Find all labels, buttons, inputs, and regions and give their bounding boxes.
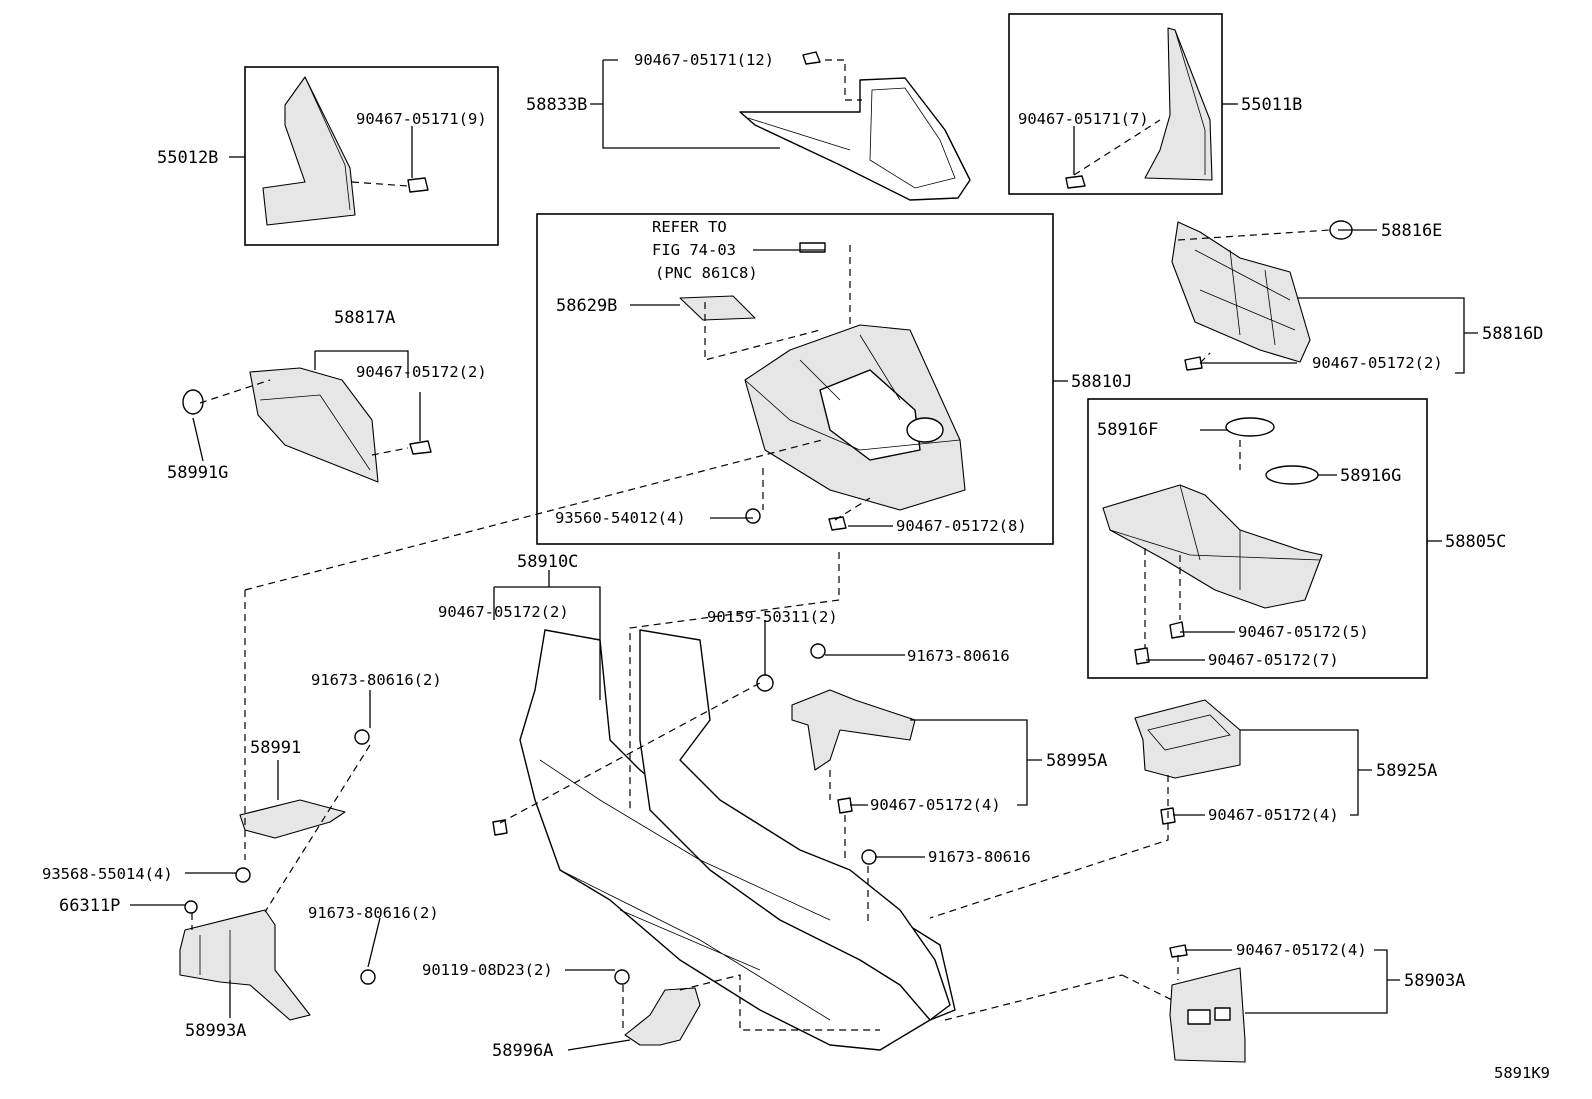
label-58996A: 58996A	[492, 1041, 553, 1061]
label-90119-08D23-2: 90119-08D23(2)	[422, 961, 553, 979]
label-58816D: 58816D	[1482, 324, 1543, 344]
lid-58629B-part	[679, 295, 756, 321]
label-90467-05171-12: 90467-05171(12)	[634, 51, 774, 69]
label-90467-05172-2-c: 90467-05172(2)	[438, 603, 569, 621]
label-93560-54012-4: 93560-54012(4)	[555, 509, 686, 527]
trim-58817A-part	[249, 367, 379, 483]
mat-58916G-part	[1265, 465, 1319, 485]
label-58805C: 58805C	[1445, 532, 1506, 552]
label-93568-55014-4: 93568-55014(4)	[42, 865, 173, 883]
bracket-58996A-part	[624, 987, 701, 1046]
label-91673-80616-b: 91673-80616	[928, 848, 1031, 866]
label-55011B: 55011B	[1241, 95, 1302, 115]
label-91673-80616-a: 91673-80616	[907, 647, 1010, 665]
plug-58991G-part	[182, 389, 204, 415]
bracket-58991-part	[239, 799, 346, 839]
label-58816E: 58816E	[1381, 221, 1442, 241]
trim-55012B-part	[262, 76, 356, 226]
label-58810J: 58810J	[1071, 372, 1132, 392]
refer-line-2: FIG 74-03	[652, 241, 736, 259]
label-58833B: 58833B	[526, 95, 587, 115]
inset-box-55012B	[244, 66, 499, 246]
label-58903A: 58903A	[1404, 971, 1465, 991]
label-58916F: 58916F	[1097, 420, 1158, 440]
label-90467-05172-2-d: 90467-05172(2)	[1312, 354, 1443, 372]
inset-box-58805C	[1087, 398, 1428, 679]
label-90467-05172-5: 90467-05172(5)	[1238, 623, 1369, 641]
label-90467-05172-4-a: 90467-05172(4)	[870, 796, 1001, 814]
label-58925A: 58925A	[1376, 761, 1437, 781]
assembly-lines	[191, 59, 1331, 1031]
refer-line-3: (PNC 861C8)	[655, 264, 758, 282]
label-58995A: 58995A	[1046, 751, 1107, 771]
label-58991: 58991	[250, 738, 301, 758]
label-90467-05172-2-a: 90467-05172(2)	[356, 363, 487, 381]
label-90467-05172-4-b: 90467-05172(4)	[1208, 806, 1339, 824]
label-55012B: 55012B	[157, 148, 218, 168]
label-91673-80616-2-a: 91673-80616(2)	[311, 671, 442, 689]
bracket-58995A-part	[791, 689, 916, 771]
bezel-58833B-part	[739, 77, 971, 201]
label-90467-05172-4-c: 90467-05172(4)	[1236, 941, 1367, 959]
fasteners	[184, 51, 1203, 985]
label-90467-05171-7: 90467-05171(7)	[1018, 110, 1149, 128]
label-58629B: 58629B	[556, 296, 617, 316]
refer-line-1: REFER TO	[652, 218, 727, 236]
label-90467-05171-9: 90467-05171(9)	[356, 110, 487, 128]
console-box-58810J-part	[744, 324, 966, 511]
trim-55011B-part	[1144, 27, 1213, 181]
inset-box-58810J	[536, 213, 1054, 545]
tray-58805C-part	[1102, 484, 1323, 609]
panel-58903A-part	[1169, 967, 1246, 1063]
label-58910C: 58910C	[517, 552, 578, 572]
part-labels: 55012B 90467-05171(9) 58833B 90467-05171…	[42, 51, 1550, 1082]
label-58916G: 58916G	[1340, 466, 1401, 486]
label-90159-50311-2: 90159-50311(2)	[707, 608, 838, 626]
label-58993A: 58993A	[185, 1021, 246, 1041]
label-90467-05172-8: 90467-05172(8)	[896, 517, 1027, 535]
label-90467-05172-7: 90467-05172(7)	[1208, 651, 1339, 669]
figure-id: 5891K9	[1494, 1064, 1550, 1082]
leader-lines	[130, 59, 1478, 1051]
console-body-58910C-part	[519, 629, 956, 1051]
label-91673-80616-2-b: 91673-80616(2)	[308, 904, 439, 922]
panel-58816D-part	[1171, 221, 1311, 363]
bracket-58993A-part	[179, 909, 311, 1021]
label-58991G: 58991G	[167, 463, 228, 483]
label-58817A: 58817A	[334, 308, 395, 328]
mat-58916F-part	[1225, 417, 1275, 437]
label-66311P: 66311P	[59, 896, 120, 916]
pocket-58925A-part	[1134, 699, 1241, 779]
